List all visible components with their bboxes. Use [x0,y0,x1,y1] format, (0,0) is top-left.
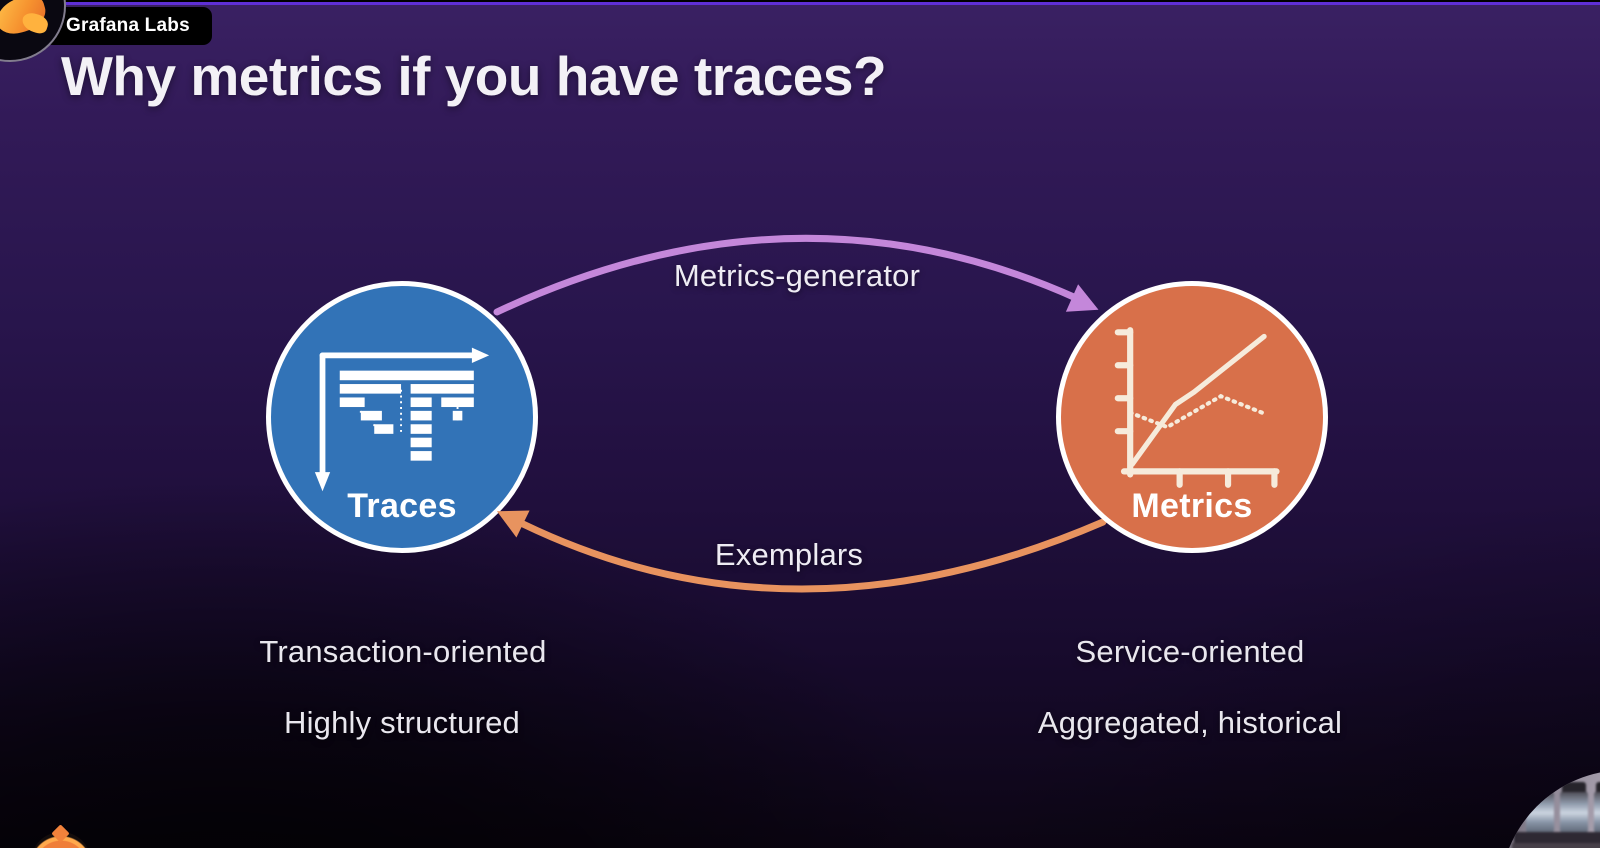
traces-point-2: Highly structured [284,705,520,740]
grafana-labs-badge: Grafana Labs [44,7,212,45]
line-chart-icon [1114,327,1280,488]
exemplars-label: Exemplars [714,537,864,572]
metrics-node-label: Metrics [1131,487,1253,525]
traces-point-1: Transaction-oriented [259,634,547,669]
traces-node-label: Traces [347,487,457,525]
badge-label: Grafana Labs [66,15,190,36]
shelf-shape [1514,832,1600,843]
webcam-bubble [1500,770,1600,848]
jar-shape [1526,782,1554,833]
webcam-scene [1500,770,1600,848]
waterfall-trace-icon [314,347,490,492]
page-title: Why metrics if you have traces? [61,45,887,107]
flame-icon [19,10,51,36]
traces-node: Traces [266,281,538,553]
top-purple-line [0,2,1600,5]
jar-shape [1594,782,1600,833]
metrics-node: Metrics [1056,281,1328,553]
metrics-generator-arrow [493,234,1080,316]
metrics-point-2: Aggregated, historical [1037,705,1343,740]
grafana-flame-icon [31,832,91,848]
metrics-generator-label: Metrics-generator [673,258,921,293]
under-shelf-shape [1512,843,1600,848]
top-black-edge [0,0,1600,2]
exemplars-arrow [519,518,1107,593]
jar-shape [1560,782,1588,833]
metrics-point-1: Service-oriented [1075,634,1305,669]
